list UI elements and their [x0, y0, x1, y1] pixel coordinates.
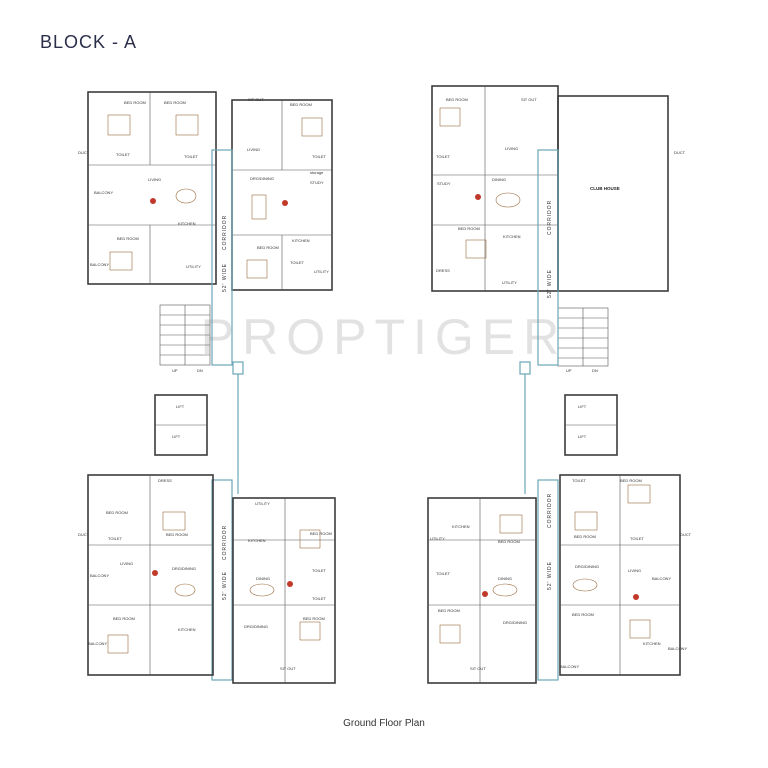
label-kitchen: KITCHEN: [178, 221, 196, 226]
label-toilet: TOILET: [108, 536, 122, 541]
label-dining: DINING: [256, 576, 270, 581]
label-toilet: TOILET: [290, 260, 304, 265]
corridor-width: 52' WIDE: [547, 561, 553, 590]
corridor-label: CORRIDOR: [547, 493, 553, 528]
label-dining: DINING: [492, 177, 506, 182]
label-living: LIVING: [505, 146, 518, 151]
label-toilet: TOILET: [312, 154, 326, 159]
label-lift: LIFT: [176, 404, 185, 409]
label-living: LIVING: [120, 561, 133, 566]
label-bed-room: BED ROOM: [164, 100, 186, 105]
bottom-left-block: LIFT LIFT DRESS BED ROOM BED ROOM LIVING…: [78, 394, 336, 684]
corridor-label: CORRIDOR: [222, 215, 228, 250]
corridor-width: 52' WIDE: [222, 263, 228, 292]
label-utility: UTILITY: [186, 264, 201, 269]
label-drg-dining: DRG/DINING: [172, 566, 196, 571]
label-lift: LIFT: [172, 434, 181, 439]
label-drg-dining: DRG/DINING: [575, 564, 599, 569]
top-right-block: BED ROOM SIT OUT LIVING DINING STUDY TOI…: [431, 85, 686, 373]
plan-title: BLOCK - A: [40, 32, 138, 52]
club-house-label: CLUB HOUSE: [590, 186, 620, 191]
label-study: STUDY: [310, 180, 324, 185]
label-bed-room: BED ROOM: [310, 531, 332, 536]
label-bed-room: BED ROOM: [458, 226, 480, 231]
label-dn: DN: [197, 368, 203, 373]
label-drg-dining: DRG/DINING: [250, 176, 274, 181]
label-kitchen: KITCHEN: [178, 627, 196, 632]
label-utility: UTILITY: [430, 536, 445, 541]
label-up: UP: [566, 368, 572, 373]
label-bed-room: BED ROOM: [117, 236, 139, 241]
label-living: LIVING: [628, 568, 641, 573]
label-bed-room: BED ROOM: [106, 510, 128, 515]
label-sit-out: SIT OUT: [521, 97, 537, 102]
corridor-width: 52' WIDE: [547, 269, 553, 298]
label-toilet: TOILET: [312, 568, 326, 573]
label-toilet: TOILET: [312, 596, 326, 601]
label-toilet: TOILET: [630, 536, 644, 541]
plan-footer-caption: Ground Floor Plan: [343, 718, 425, 729]
corridor-label: CORRIDOR: [222, 525, 228, 560]
label-duct: DUCT: [674, 150, 686, 155]
label-study: STUDY: [437, 181, 451, 186]
label-living: LIVING: [148, 177, 161, 182]
label-drawing: DRG/DINING: [244, 624, 268, 629]
label-kitchen: KITCHEN: [248, 538, 266, 543]
label-utility: UTILITY: [502, 280, 517, 285]
label-toilet: TOILET: [116, 152, 130, 157]
bottom-right-block: LIFT LIFT KITCHEN BED ROOM UTILITY TOILE…: [427, 394, 692, 684]
corridor-label: CORRIDOR: [547, 200, 553, 235]
label-storage: storage: [310, 170, 324, 175]
label-lift: LIFT: [578, 434, 587, 439]
label-balcony: BALCONY: [90, 262, 109, 267]
label-sit-out: SIT OUT: [248, 97, 264, 102]
label-sit-out: SIT OUT: [280, 666, 296, 671]
label-bed-room: BED ROOM: [620, 478, 642, 483]
label-toilet: TOILET: [572, 478, 586, 483]
label-living: LIVING: [247, 147, 260, 152]
label-bed-room: BED ROOM: [113, 616, 135, 621]
label-balcony: BALCONY: [560, 664, 579, 669]
label-balcony: BALCONY: [668, 646, 687, 651]
label-bed-room: BED ROOM: [124, 100, 146, 105]
label-bed-room: BED ROOM: [572, 612, 594, 617]
corridors: CORRIDOR 52' WIDE CORRIDOR 52' WIDE CORR…: [211, 149, 559, 681]
watermark: PROPTIGER: [200, 309, 568, 365]
label-bed-room: BED ROOM: [166, 532, 188, 537]
label-toilet: TOILET: [436, 154, 450, 159]
label-up: UP: [172, 368, 178, 373]
label-dress: DRESS: [158, 478, 172, 483]
label-duct: DUCT: [680, 532, 692, 537]
label-utility: UTILITY: [255, 501, 270, 506]
label-bed-room: BED ROOM: [290, 102, 312, 107]
label-kitchen: KITCHEN: [643, 641, 661, 646]
label-toilet: TOILET: [184, 154, 198, 159]
label-dress: DRESS: [436, 268, 450, 273]
label-bed-room: BED ROOM: [257, 245, 279, 250]
label-balcony: BALCONY: [90, 573, 109, 578]
label-balcony: BALCONY: [94, 190, 113, 195]
label-duct: DUCT: [78, 150, 90, 155]
label-dining: DINING: [498, 576, 512, 581]
label-duct: DUCT: [78, 532, 90, 537]
label-balcony: BALCONY: [652, 576, 671, 581]
top-left-block: BED ROOM BED ROOM LIVING BED ROOM KITCHE…: [78, 91, 333, 373]
label-dn: DN: [592, 368, 598, 373]
label-lift: LIFT: [578, 404, 587, 409]
label-bed-room: BED ROOM: [498, 539, 520, 544]
label-bed-room: BED ROOM: [438, 608, 460, 613]
label-kitchen: KITCHEN: [452, 524, 470, 529]
label-toilet: TOILET: [436, 571, 450, 576]
corridor-width: 52' WIDE: [222, 571, 228, 600]
label-bed-room: BED ROOM: [303, 616, 325, 621]
label-balcony: BALCONY: [88, 641, 107, 646]
label-kitchen: KITCHEN: [292, 238, 310, 243]
label-sit-out: SIT OUT: [470, 666, 486, 671]
label-bed-room: BED ROOM: [574, 534, 596, 539]
label-bed-room: BED ROOM: [446, 97, 468, 102]
label-kitchen: KITCHEN: [503, 234, 521, 239]
label-utility: UTILITY: [314, 269, 329, 274]
label-drawing: DRG/DINING: [503, 620, 527, 625]
